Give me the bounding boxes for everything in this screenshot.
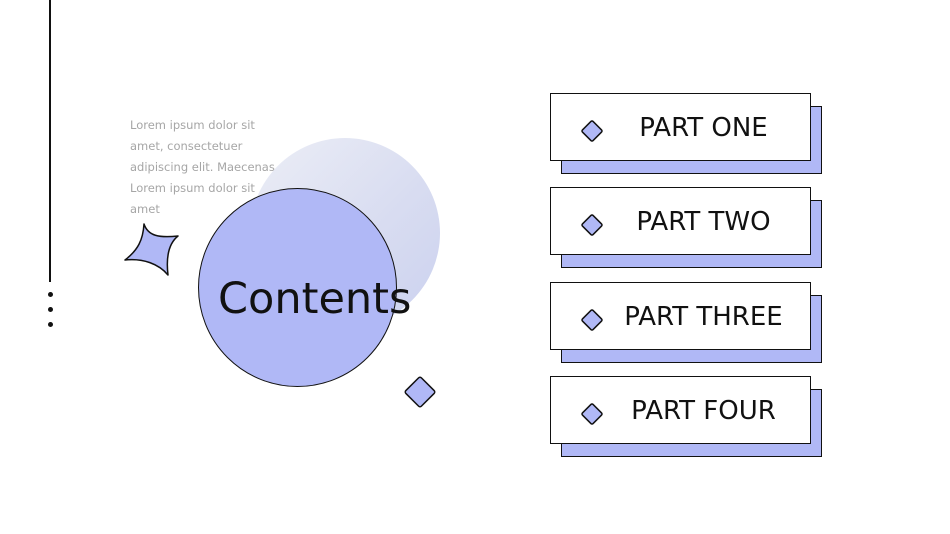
part-label: PART TWO <box>636 207 771 237</box>
intro-text: Lorem ipsum dolor sit amet, consectetuer… <box>130 115 280 220</box>
dot-1 <box>48 292 53 297</box>
part-item-four[interactable]: PART FOUR <box>550 376 822 458</box>
diamond-icon <box>404 376 436 408</box>
vertical-rule <box>49 0 51 282</box>
intro-line: Lorem ipsum dolor sit <box>130 181 255 195</box>
card: PART FOUR <box>550 376 811 444</box>
diamond-icon <box>581 120 603 142</box>
diamond-icon <box>581 403 603 425</box>
part-item-one[interactable]: PART ONE <box>550 93 822 175</box>
page-title: Contents <box>218 274 412 324</box>
diamond-icon <box>581 309 603 331</box>
part-item-two[interactable]: PART TWO <box>550 187 822 269</box>
intro-line: amet, consectetuer <box>130 139 243 153</box>
dot-2 <box>48 307 53 312</box>
card: PART TWO <box>550 187 811 255</box>
intro-line: adipiscing elit. Maecenas. <box>130 160 279 174</box>
title-circle <box>198 188 397 387</box>
intro-line: Lorem ipsum dolor sit <box>130 118 255 132</box>
card: PART THREE <box>550 282 811 350</box>
sparkle-icon <box>124 223 179 276</box>
part-label: PART THREE <box>624 302 783 332</box>
intro-line: amet <box>130 202 160 216</box>
diamond-icon <box>581 214 603 236</box>
part-label: PART FOUR <box>631 396 776 426</box>
card: PART ONE <box>550 93 811 161</box>
part-item-three[interactable]: PART THREE <box>550 282 822 364</box>
dot-3 <box>48 322 53 327</box>
part-label: PART ONE <box>639 113 768 143</box>
